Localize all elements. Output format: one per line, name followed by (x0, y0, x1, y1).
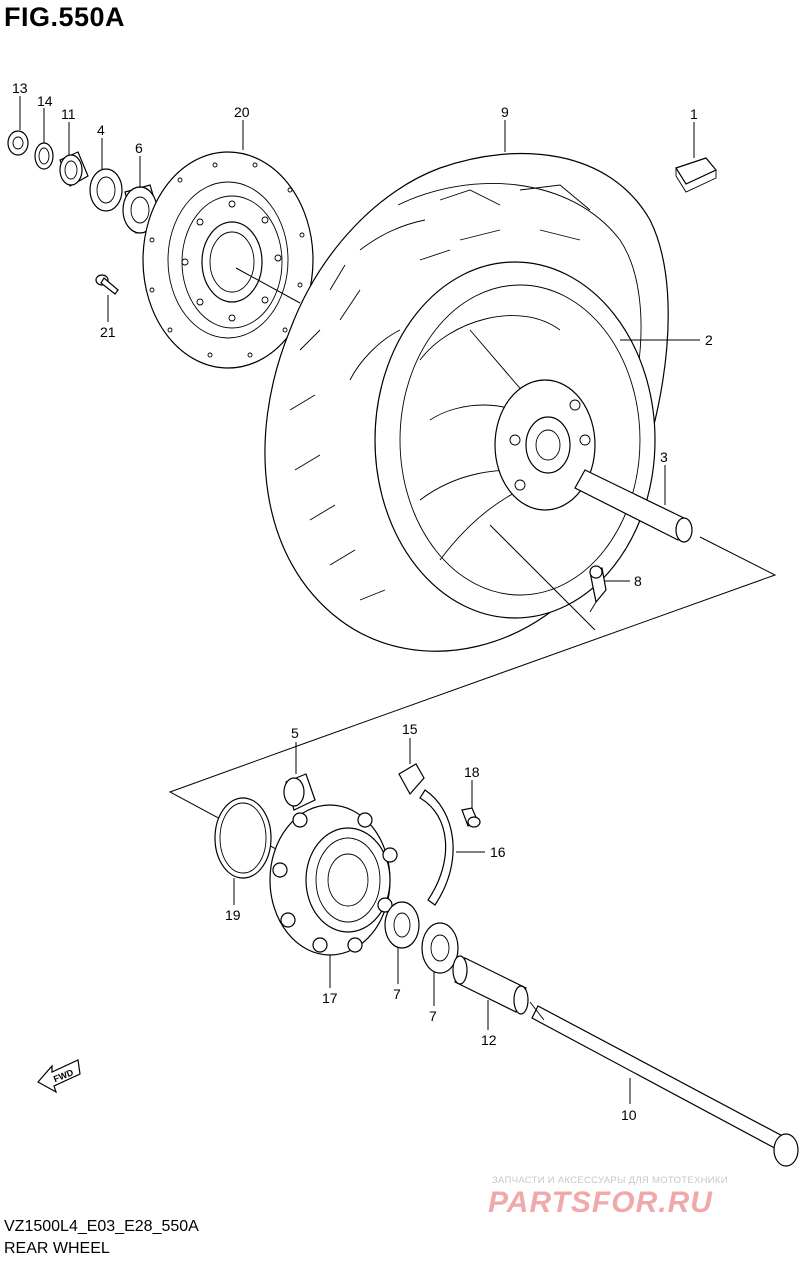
part-19-o-ring[interactable] (214, 797, 272, 879)
callout-6: 6 (135, 140, 143, 156)
part-18-screw[interactable] (461, 807, 481, 828)
part-15-retainer[interactable] (398, 763, 425, 796)
part-4-oil-seal[interactable] (89, 168, 123, 212)
callout-14: 14 (37, 93, 53, 109)
callout-21: 21 (100, 324, 116, 340)
watermark-logo: PARTSFOR.RU (488, 1186, 713, 1219)
callout-17: 17 (322, 990, 338, 1006)
part-5-damper[interactable] (283, 773, 316, 811)
callout-1: 1 (690, 106, 698, 122)
part-17-hub[interactable] (269, 804, 398, 956)
part-13-nut[interactable] (7, 130, 29, 156)
callout-18: 18 (464, 764, 480, 780)
callout-8: 8 (634, 573, 642, 589)
part-3-spacer[interactable] (574, 469, 693, 543)
callout-3: 3 (660, 449, 668, 465)
callout-10: 10 (621, 1107, 637, 1123)
callout-19: 19 (225, 907, 241, 923)
part-21-bolt[interactable] (95, 274, 119, 295)
part-7-bearing-right[interactable] (421, 922, 459, 974)
callout-12: 12 (481, 1032, 497, 1048)
part-20-brake-disc[interactable] (142, 151, 314, 369)
callout-4: 4 (97, 122, 105, 138)
part-7-bearing-left[interactable] (384, 901, 420, 949)
part-12-spacer[interactable] (452, 955, 529, 1015)
part-2-wheel-rim[interactable] (374, 261, 656, 619)
callout-15: 15 (402, 721, 418, 737)
callout-16: 16 (490, 844, 506, 860)
watermark-text: ЗАПЧАСТИ И АКСЕССУАРЫ ДЛЯ МОТОТЕХНИКИ (492, 1175, 728, 1186)
part-8-valve[interactable] (589, 565, 607, 613)
diagram-title: REAR WHEEL (4, 1240, 110, 1257)
leader-lines (19, 96, 700, 1104)
callout-5: 5 (291, 725, 299, 741)
callout-7-right: 7 (429, 1008, 437, 1024)
callout-2: 2 (705, 332, 713, 348)
part-1-balance-weight[interactable] (675, 157, 717, 193)
part-14-washer[interactable] (34, 142, 54, 170)
callout-labels: 13 14 11 4 6 20 21 9 1 2 3 8 5 15 18 16 … (12, 80, 713, 1123)
part-11-collar[interactable] (59, 151, 89, 187)
part-16-chain-ring[interactable] (419, 789, 454, 906)
part-10-axle[interactable] (529, 1001, 799, 1167)
callout-13: 13 (12, 80, 28, 96)
callout-20: 20 (234, 104, 250, 120)
diagram-code: VZ1500L4_E03_E28_550A (4, 1218, 199, 1235)
fwd-arrow-icon: FWD (37, 1059, 81, 1094)
callout-11: 11 (61, 106, 76, 122)
callout-7-left: 7 (393, 986, 401, 1002)
figure-title: FIG.550A (4, 2, 126, 32)
callout-9: 9 (501, 104, 509, 120)
